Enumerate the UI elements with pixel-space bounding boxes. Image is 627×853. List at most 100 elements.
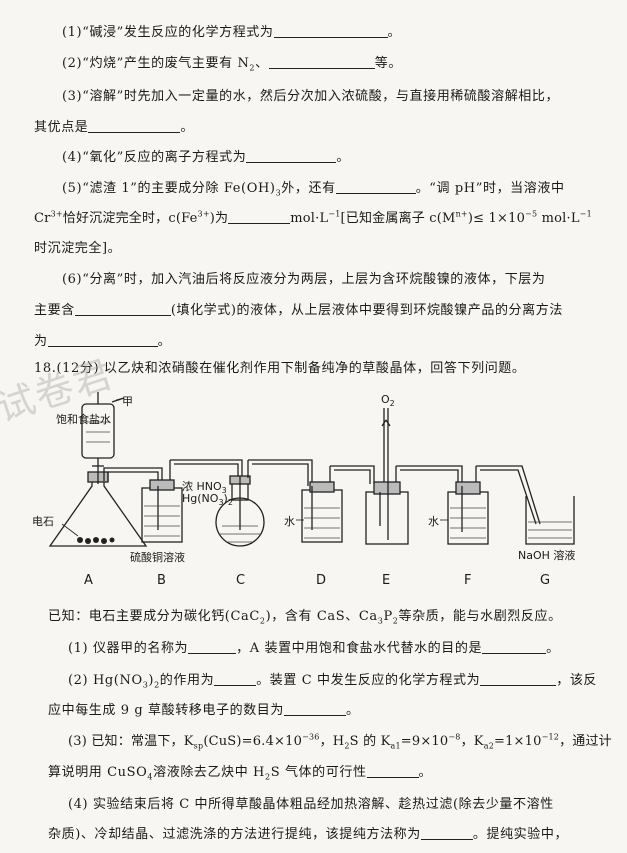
answer-blank[interactable] (188, 639, 237, 654)
q18-known-text-d: 等杂质，能与水剧烈反应。 (398, 609, 562, 624)
answer-blank[interactable] (268, 54, 375, 69)
label-brine: 饱和食盐水 (56, 413, 111, 426)
label-hno3: 浓 HNO3 (182, 478, 227, 495)
label-hno3-text: 浓 HNO (182, 480, 222, 493)
superscript: n+ (455, 209, 468, 219)
subscript: 2 (259, 616, 266, 626)
q18-part2-line1: (2) Hg(NO3)2的作用为。装置 C 中发生反应的化学方程式为，该反 (68, 669, 597, 690)
letter-g: G (540, 573, 551, 588)
answer-blank[interactable] (273, 23, 388, 38)
label-o2: O2 (381, 393, 395, 408)
q17-part6-text4: 为 (34, 334, 48, 349)
q17-part5-text-c: 。“调 pH”时，当溶液中 (415, 181, 565, 196)
q18-part3-c: ，H (319, 734, 345, 749)
answer-blank[interactable] (246, 148, 337, 163)
q18-part4-text: (4) 实验结束后将 C 中所得草酸晶体粗品经加热溶解、趁热过滤(除去少量不溶性 (68, 797, 554, 812)
subscript: 2 (392, 616, 399, 626)
label-cuso4: 硫酸铜溶液 (130, 551, 185, 564)
q18-part3-e: =9×10 (400, 734, 449, 749)
q17-part5-text-b: 外，还有 (281, 181, 336, 196)
q17-part6-line3: 为。 (34, 330, 171, 349)
q17-part5-text: (5)“滤渣 1”的主要成分除 Fe(OH) (62, 181, 276, 196)
q18-part3-f: ，K (460, 734, 484, 749)
q18-part4-text-b: 杂质)、冷却结晶、过滤洗涤的方法进行提纯，该提纯方法称为 (48, 827, 421, 842)
label-water-d: 水 (284, 515, 295, 528)
q18-part1-end: 。 (546, 641, 560, 656)
subscript: 2 (389, 399, 395, 409)
q18-known-text-b: )，含有 CaS、Ca (265, 609, 378, 624)
letter-c: C (236, 573, 246, 588)
q17-part2-sep: 、 (255, 56, 269, 71)
flask-a (48, 477, 148, 547)
answer-blank[interactable] (480, 671, 557, 686)
superscript: 3+ (197, 209, 210, 219)
superscript: −36 (302, 732, 320, 742)
subscript: 2 (249, 63, 256, 73)
q17-part1-end: 。 (387, 25, 402, 40)
q17-part5-line2-e: [已知金属离子 c(M (340, 211, 456, 226)
answer-blank[interactable] (335, 179, 416, 194)
q18-part3-d: S 的 K (349, 734, 391, 749)
letter-e: E (382, 573, 391, 588)
letter-b: B (157, 573, 166, 588)
q17-part1-text: (1)“碱浸”发生反应的化学方程式为 (62, 25, 274, 40)
q18-part3-end: 。 (418, 765, 433, 780)
q17-part6-line1: (6)“分离”时，加入汽油后将反应液分为两层，上层为含环烷酸镍的液体，下层为 (62, 268, 546, 287)
letter-d: D (316, 573, 327, 588)
q18-part3-line2-c: S 气体的可行性 (270, 765, 367, 780)
q18-part3-g: =1×10 (493, 734, 542, 749)
subscript: 3 (221, 486, 227, 496)
q18-part2-line2-text: 应中每生成 9 g 草酸转移电子的数目为 (48, 703, 284, 718)
q17-part4: (4)“氧化”反应的离子方程式为。 (62, 146, 350, 165)
q18-part3-a: (3) 已知：常温下，K (68, 734, 194, 749)
q18-part3-line2: 算说明用 CuSO4溶液除去乙炔中 H2S 气体的可行性。 (48, 761, 432, 782)
q17-part5-line2-d: mol·L (290, 211, 329, 226)
q17-part3-end: 。 (180, 120, 195, 135)
subscript: 2 (227, 498, 233, 508)
bottle-d (301, 489, 343, 543)
superscript: −1 (328, 209, 341, 219)
subscript: 2 (154, 680, 160, 690)
label-hgno3-close: ) (223, 492, 228, 505)
subscript: 2 (344, 741, 350, 751)
answer-blank[interactable] (74, 301, 171, 316)
answer-blank[interactable] (214, 671, 257, 686)
subscript: 3 (377, 616, 384, 626)
q17-part6-text: (6)“分离”时，加入汽油后将反应液分为两层，上层为含环烷酸镍的液体，下层为 (62, 272, 546, 287)
q18-part3-h: ，通过计 (559, 734, 612, 749)
label-hgno3-text: Hg(NO (182, 492, 219, 505)
answer-blank[interactable] (228, 209, 291, 224)
q17-part1: (1)“碱浸”发生反应的化学方程式为 。 (62, 21, 401, 40)
q17-part3-line1: (3)“溶解”时先加入一定量的水，然后分次加入浓硫酸，与直接用稀硫酸溶解相比， (62, 85, 559, 104)
q18-part1-text: (1) 仪器甲的名称为 (68, 641, 189, 656)
label-o2-text: O (381, 393, 390, 406)
label-water-f: 水 (428, 515, 439, 528)
q17-part6-line2: 主要含 (填化学式)的液体，从上层液体中要得到环烷酸镍产品的分离方法 (34, 299, 563, 318)
q17-part2: (2)“灼烧”产生的废气主要有 N2、等。 (62, 52, 402, 73)
q17-part5-text-end: 时沉淀完全]。 (34, 241, 122, 256)
answer-blank[interactable] (366, 763, 419, 778)
answer-blank[interactable] (420, 825, 473, 840)
letter-a: A (84, 573, 93, 588)
q18-header-text: 18.(12分) 以乙炔和浓硝酸在催化剂作用下制备纯净的草酸晶体，回答下列问题。 (34, 361, 526, 376)
subscript: sp (193, 741, 204, 751)
q18-part2-paren: ) (148, 673, 155, 688)
label-hgno3: Hg(NO3)2 (182, 492, 233, 507)
q17-part5-line3: 时沉淀完全]。 (34, 237, 121, 256)
answer-blank[interactable] (47, 332, 158, 347)
subscript: a1 (390, 741, 401, 751)
q17-part6-end: 。 (157, 334, 172, 349)
q17-part6-text3: (填化学式)的液体，从上层液体中要得到环烷酸镍产品的分离方法 (170, 303, 563, 318)
label-naoh: NaOH 溶液 (518, 549, 576, 562)
q18-part2-text-d: ，该反 (556, 673, 598, 688)
bottle-e (365, 491, 409, 545)
answer-blank[interactable] (88, 118, 181, 133)
subscript: 3 (275, 188, 282, 198)
q18-known-text: 已知：电石主要成分为碳化钙(CaC (48, 609, 260, 624)
beaker-g (525, 496, 575, 545)
answer-blank[interactable] (284, 701, 346, 716)
q17-part6-text2: 主要含 (34, 303, 75, 318)
answer-blank[interactable] (482, 639, 547, 654)
superscript: −1 (579, 209, 592, 219)
